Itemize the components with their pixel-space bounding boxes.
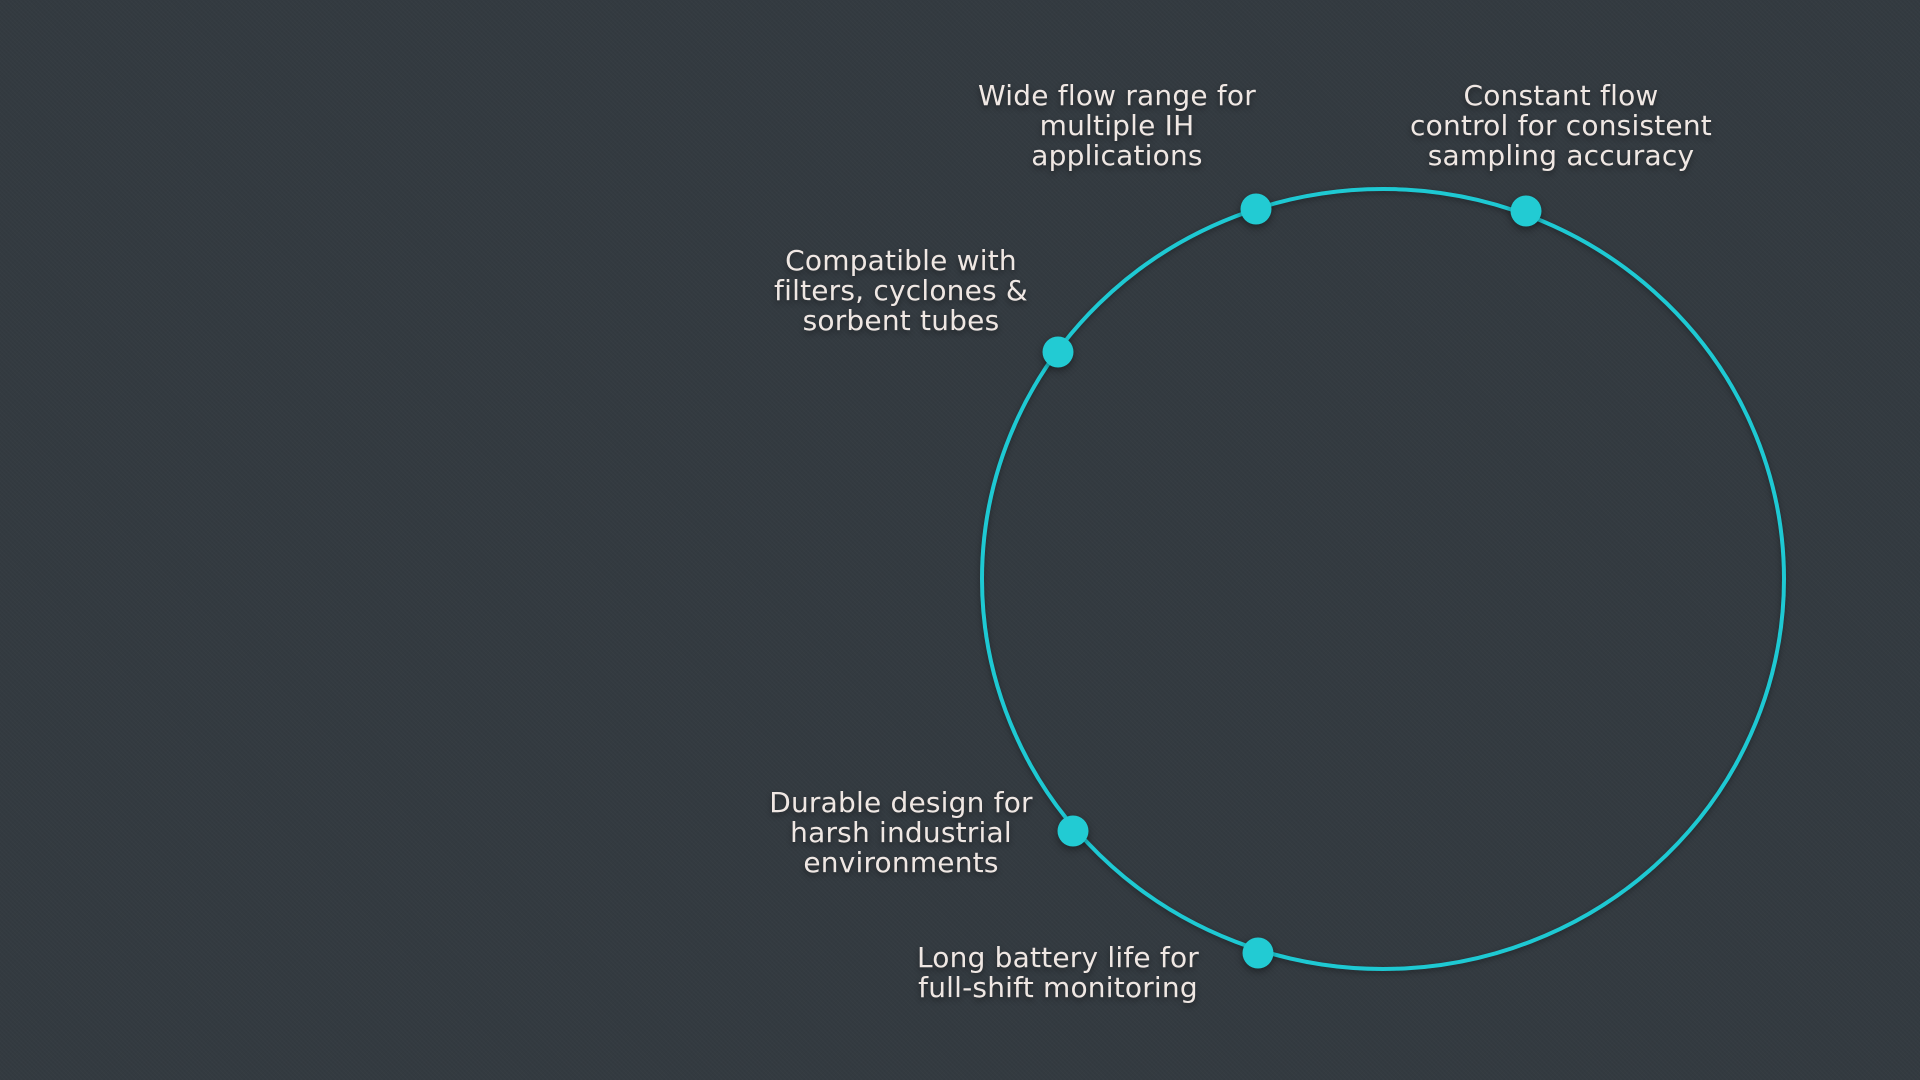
feature-ring	[980, 187, 1786, 971]
feature-label-sampling-media-compatibility: Compatible with filters, cyclones & sorb…	[774, 244, 1028, 337]
feature-label-long-battery-life: Long battery life for full-shift monitor…	[917, 941, 1199, 1004]
feature-label-durable-design: Durable design for harsh industrial envi…	[769, 786, 1033, 879]
feature-dot-long-battery-life	[1242, 937, 1274, 969]
feature-dot-wide-flow-range	[1240, 193, 1272, 225]
feature-dot-durable-design	[1057, 815, 1089, 847]
feature-label-wide-flow-range: Wide flow range for multiple IH applicat…	[978, 79, 1256, 172]
feature-label-constant-flow-control: Constant flow control for consistent sam…	[1410, 79, 1712, 172]
feature-dot-constant-flow-control	[1510, 195, 1542, 227]
feature-dot-sampling-media-compatibility	[1042, 336, 1074, 368]
